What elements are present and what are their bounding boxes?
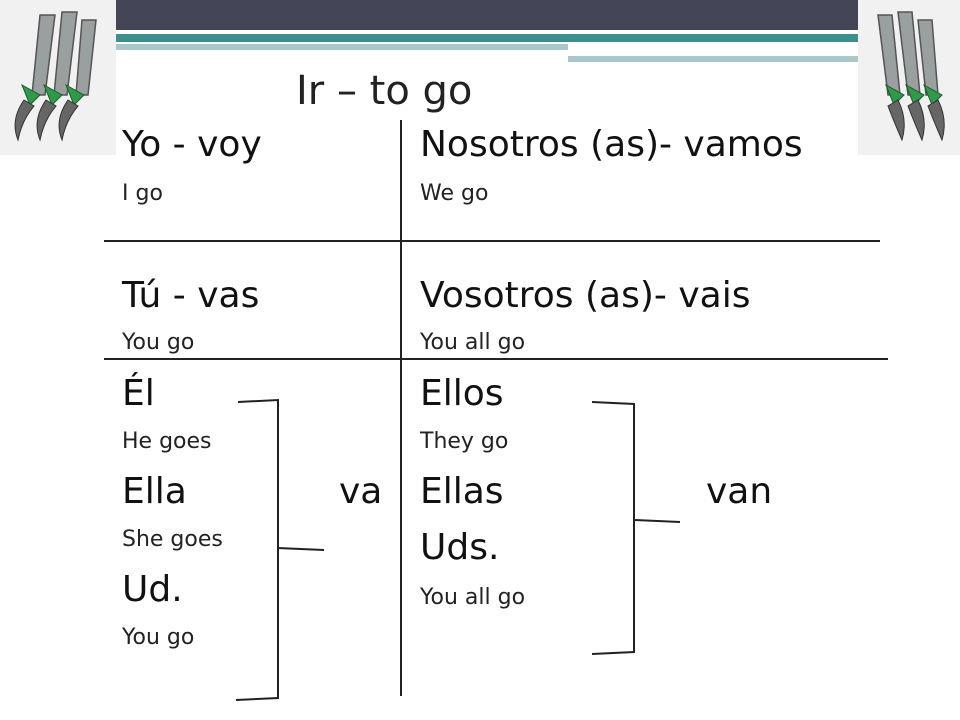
plural-brace — [591, 401, 681, 655]
third-singular-verb: va — [339, 471, 383, 512]
singular-brace — [235, 398, 325, 701]
column-divider — [400, 120, 402, 696]
ellos-translation: They go — [420, 429, 509, 454]
el-form: Él — [122, 373, 155, 414]
tu-translation: You go — [122, 330, 195, 355]
vosotros-translation: You all go — [420, 330, 526, 355]
nosotros-form: Nosotros (as)- vamos — [420, 124, 803, 165]
claw-icon — [0, 0, 116, 155]
yo-form: Yo - voy — [122, 124, 262, 165]
header-stripe — [116, 44, 568, 50]
header-bar — [116, 0, 858, 30]
claw-icon — [858, 0, 960, 155]
header-stripe — [116, 34, 858, 42]
uds-translation: You all go — [420, 585, 526, 610]
ellos-form: Ellos — [420, 373, 504, 414]
row-divider — [104, 240, 880, 242]
tu-form: Tú - vas — [122, 275, 260, 316]
ud-translation: You go — [122, 625, 195, 650]
ella-translation: She goes — [122, 527, 223, 552]
ella-form: Ella — [122, 471, 187, 512]
header-stripe — [568, 56, 858, 62]
ellas-form: Ellas — [420, 471, 504, 512]
yo-translation: I go — [122, 181, 163, 206]
vosotros-form: Vosotros (as)- vais — [420, 275, 751, 316]
ud-form: Ud. — [122, 569, 183, 610]
el-translation: He goes — [122, 429, 212, 454]
page-title: Ir – to go — [296, 68, 473, 114]
uds-form: Uds. — [420, 527, 500, 568]
row-divider — [104, 358, 888, 360]
nosotros-translation: We go — [420, 181, 489, 206]
third-plural-verb: van — [706, 471, 773, 512]
